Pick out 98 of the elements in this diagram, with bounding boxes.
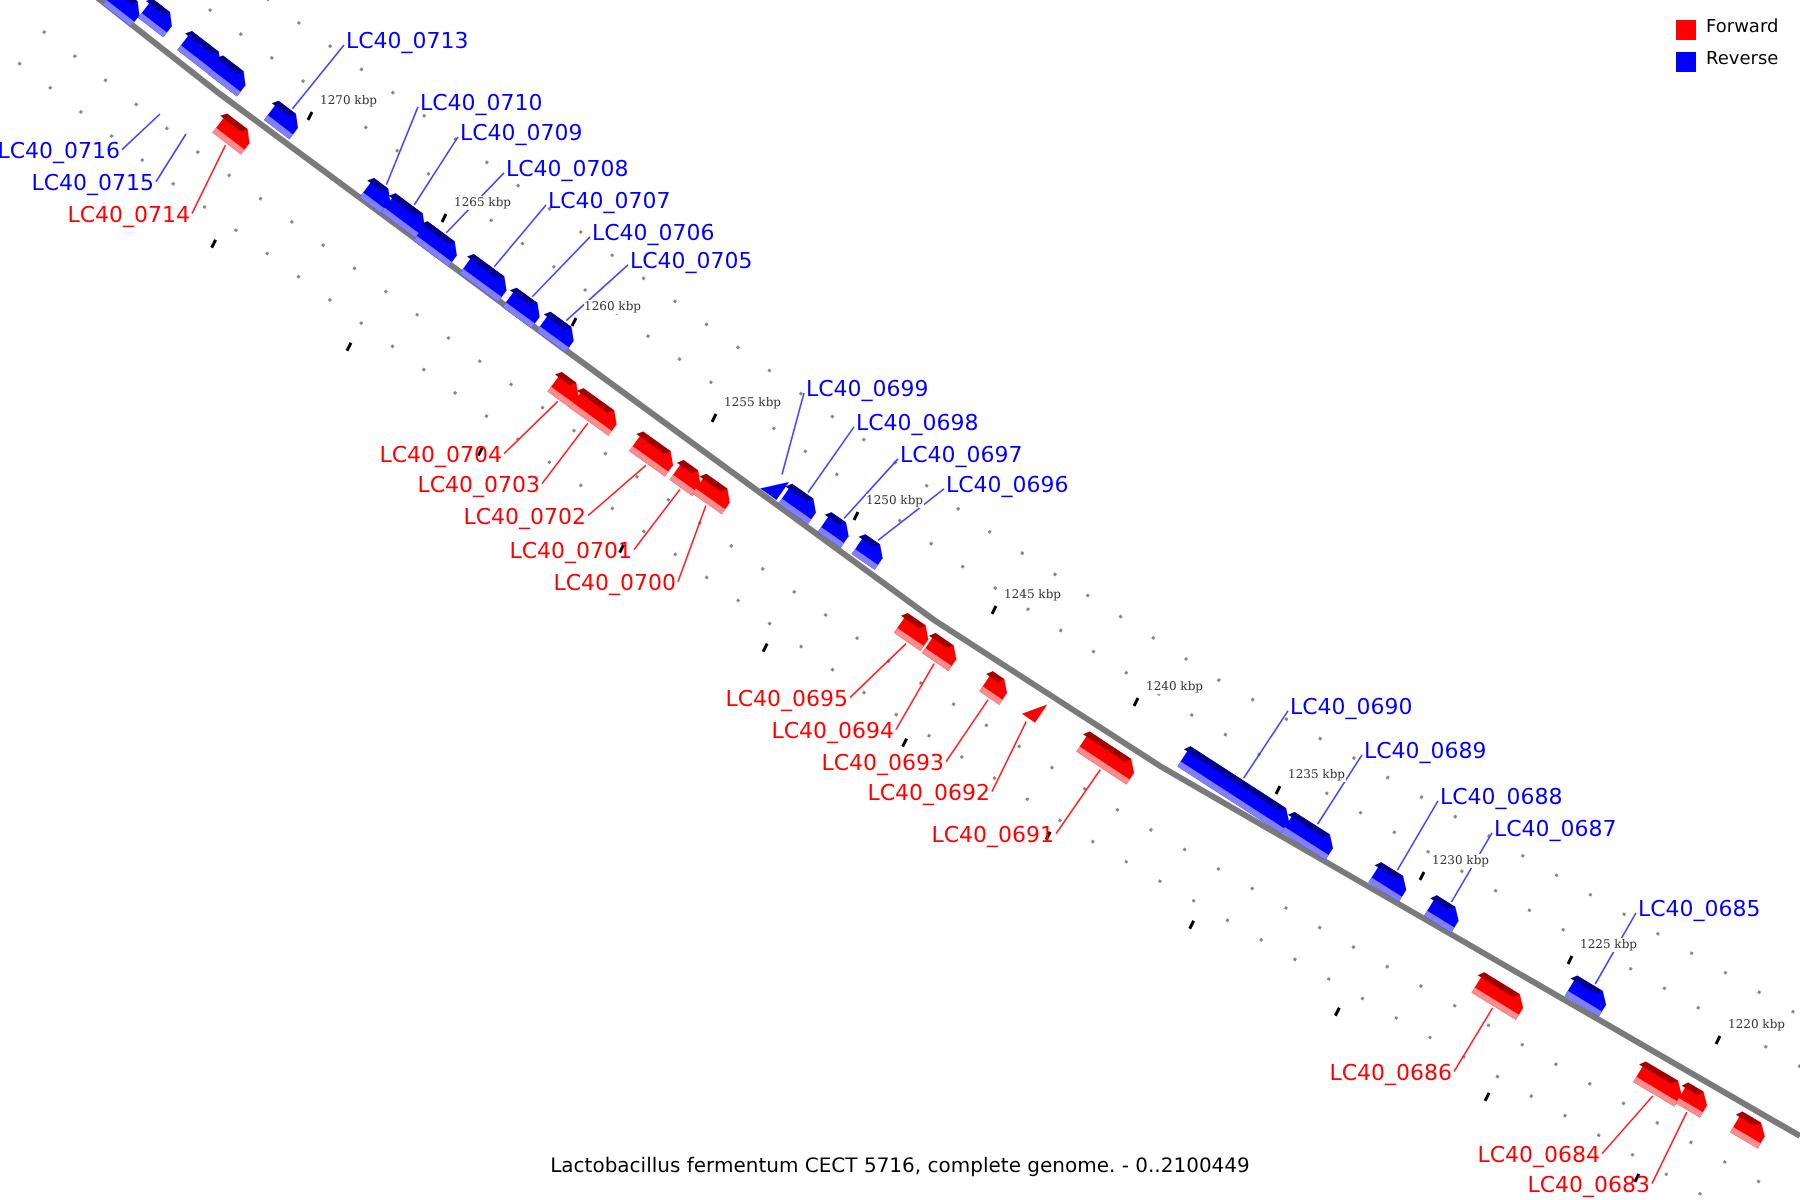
leader-line: [1601, 1095, 1654, 1155]
leader-line: [1316, 754, 1363, 825]
gene-block: [1368, 862, 1407, 902]
leader-line: [385, 106, 419, 186]
gene-label: LC40_0690: [1290, 694, 1413, 720]
gene-block: [1177, 746, 1290, 834]
caption: Lactobacillus fermentum CECT 5716, complete genome. - 0..2100449: [550, 1156, 1250, 1180]
leader-line: [541, 422, 589, 485]
gene-label: LC40_0693: [821, 750, 944, 776]
gene-triangle: [760, 481, 790, 500]
gene-block: [629, 431, 674, 477]
gene-label: LC40_0692: [867, 780, 990, 806]
gene-block: [381, 193, 425, 239]
gene-block: [894, 613, 929, 651]
gene-block: [359, 178, 391, 214]
gene-label: LC40_0705: [630, 248, 753, 274]
leader-line: [493, 204, 547, 268]
leader-line: [413, 136, 459, 206]
leader-line: [1453, 1007, 1494, 1073]
gene-block: [979, 671, 1008, 705]
gene-label: LC40_0687: [1494, 816, 1617, 842]
gene-block: [1076, 731, 1135, 785]
leader-line: [1242, 710, 1289, 780]
gene-label: LC40_0697: [900, 442, 1023, 468]
gene-block: [102, 0, 140, 27]
gene-label: LC40_0694: [771, 718, 894, 744]
gene-label: LC40_0683: [1527, 1172, 1650, 1198]
gene-label: LC40_0695: [725, 686, 848, 712]
gene-label: LC40_0708: [506, 156, 629, 182]
gene-block: [459, 254, 507, 302]
gene-block: [1424, 895, 1459, 933]
leader-line: [155, 133, 187, 183]
leader-line: [677, 504, 707, 583]
leader-line: [291, 44, 345, 110]
leader-line: [633, 488, 681, 551]
gene-block: [1675, 1082, 1708, 1118]
gene-label: LC40_0715: [31, 170, 154, 196]
gene-block: [1730, 1111, 1765, 1149]
gene-block: [502, 287, 540, 329]
gene-label: LC40_0709: [460, 120, 583, 146]
gene-block: [536, 311, 574, 353]
gene-block: [413, 221, 457, 267]
gene-label: LC40_0700: [553, 570, 676, 596]
gene-block: [1564, 975, 1607, 1017]
gene-label: LC40_0698: [856, 410, 979, 436]
gene-block: [692, 473, 730, 515]
leader-line: [565, 264, 629, 322]
gene-triangle: [1021, 704, 1048, 723]
gene-label: LC40_0702: [463, 504, 586, 530]
gene-label: LC40_0699: [806, 376, 929, 402]
leader-line: [781, 392, 805, 476]
gene-block: [208, 55, 246, 97]
gene-label: LC40_0696: [946, 472, 1069, 498]
gene-block: [138, 0, 172, 38]
gene-block: [264, 100, 298, 140]
gene-label: LC40_0706: [592, 220, 715, 246]
leader-line: [1651, 1111, 1688, 1185]
gene-label: LC40_0701: [509, 538, 632, 564]
leader-line: [849, 642, 907, 699]
gene-block: [569, 388, 617, 436]
gene-label: LC40_0703: [417, 472, 540, 498]
leader-line: [503, 400, 559, 455]
leader-line: [587, 464, 647, 517]
leader-line: [1396, 800, 1439, 871]
gene-block: [851, 534, 883, 570]
gene-block: [817, 512, 849, 548]
leader-line: [895, 662, 935, 731]
gene-label: LC40_0684: [1477, 1142, 1600, 1168]
leader-line: [843, 458, 899, 520]
gene-label: LC40_0685: [1638, 896, 1761, 922]
gene-label: LC40_0686: [1329, 1060, 1452, 1086]
legend-label: Reverse: [1706, 50, 1779, 72]
leader-line: [121, 113, 161, 151]
leader-line: [1055, 768, 1102, 835]
gene-block: [778, 483, 816, 525]
gene-block: [1471, 972, 1524, 1020]
gene-label: LC40_0710: [420, 90, 543, 116]
leader-line: [945, 698, 989, 763]
gene-label: LC40_0707: [548, 188, 671, 214]
gene-block: [212, 113, 250, 155]
gene-label: LC40_0713: [346, 28, 469, 54]
gene-label: LC40_0716: [0, 138, 120, 164]
gene-block: [1281, 811, 1333, 861]
leader-line: [807, 426, 855, 494]
gene-label: LC40_0689: [1364, 738, 1487, 764]
leader-line: [877, 488, 945, 542]
leader-line: [991, 720, 1027, 793]
gene-block: [669, 460, 701, 496]
leader-line: [191, 144, 227, 215]
gene-block: [547, 372, 579, 408]
gene-label: LC40_0714: [67, 202, 190, 228]
gene-label: LC40_0704: [379, 442, 502, 468]
gene-block: [922, 633, 957, 671]
gene-label: LC40_0691: [931, 822, 1054, 848]
leader-line: [531, 236, 591, 298]
gene-label: LC40_0688: [1440, 784, 1563, 810]
legend-label: Forward: [1706, 18, 1779, 40]
gene-block: [1633, 1061, 1682, 1107]
